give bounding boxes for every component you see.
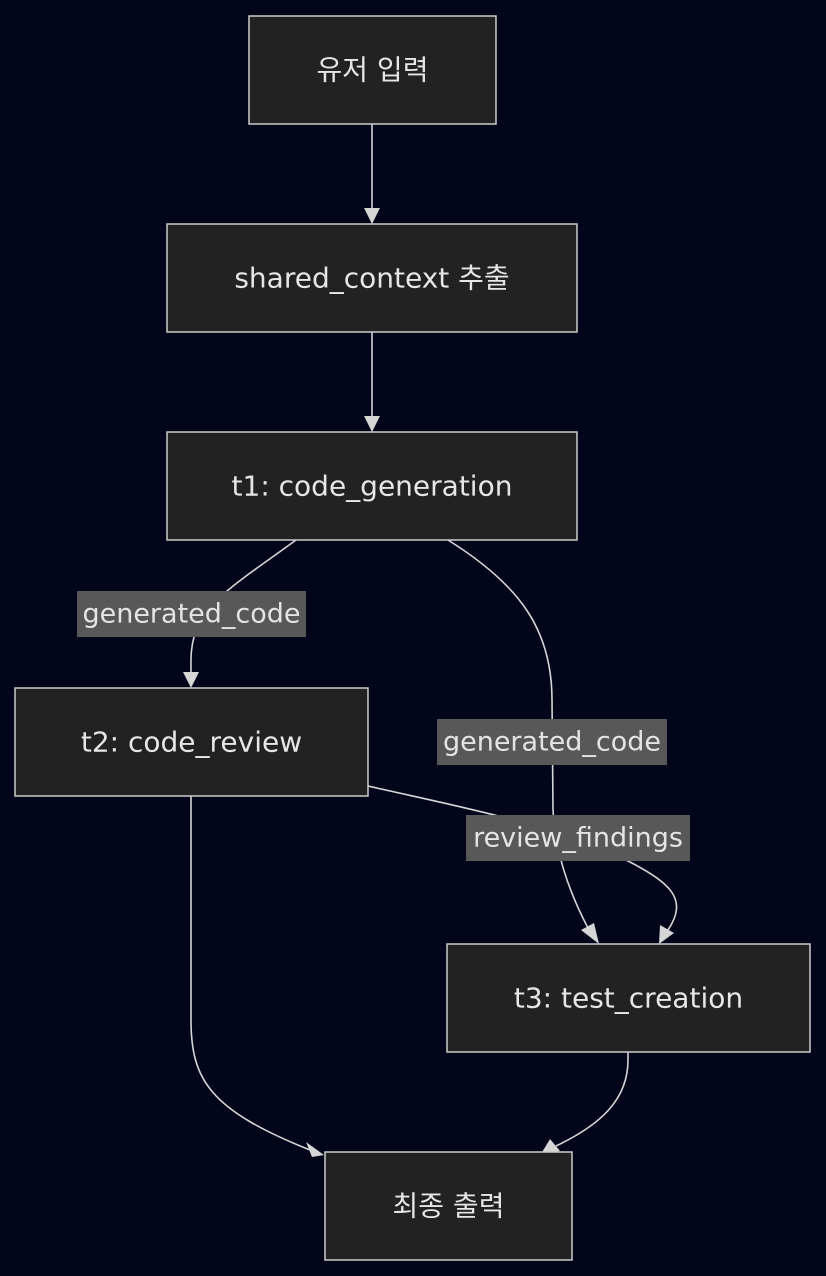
- node-label: t1: code_generation: [232, 470, 513, 503]
- node-label: t2: code_review: [81, 726, 302, 759]
- arrowhead-icon: [364, 208, 380, 224]
- node-label: 유저 입력: [317, 54, 429, 87]
- node-t2-code-review: t2: code_review: [14, 687, 369, 797]
- arrowhead-icon: [306, 1142, 324, 1157]
- edge-label-text: generated_code: [443, 727, 661, 758]
- node-label: t3: test_creation: [514, 982, 743, 1015]
- arrowhead-icon: [183, 672, 199, 688]
- arrowhead-icon: [581, 923, 599, 944]
- node-final-output: 최종 출력: [324, 1151, 573, 1261]
- edge-label-t1-to-t2: generated_code: [77, 591, 306, 637]
- node-user-input: 유저 입력: [248, 15, 497, 125]
- edge-t2-to-final-output: [190, 796, 324, 1157]
- edge-label-text: generated_code: [82, 599, 300, 630]
- node-shared-context: shared_context 추출: [166, 223, 578, 333]
- arrowhead-icon: [364, 416, 380, 432]
- node-label: 최종 출력: [393, 1190, 505, 1223]
- edge-label-t2-to-t3: review_findings: [466, 815, 690, 861]
- node-label: shared_context 추출: [234, 262, 509, 295]
- arrowhead-icon: [541, 1139, 560, 1154]
- edge-label-text: review_findings: [473, 823, 683, 854]
- edge-t2-to-t3: [367, 785, 678, 944]
- node-t3-test-creation: t3: test_creation: [446, 943, 811, 1053]
- edge-t1-to-t3: [447, 539, 599, 944]
- node-t1-code-generation: t1: code_generation: [166, 431, 578, 541]
- edge-t3-to-final-output: [541, 1052, 629, 1154]
- arrowhead-icon: [659, 925, 674, 944]
- edge-label-t1-to-t3: generated_code: [437, 719, 667, 765]
- edge-shared-context-to-t1: [364, 332, 380, 432]
- edge-user-input-to-shared-context: [364, 124, 380, 224]
